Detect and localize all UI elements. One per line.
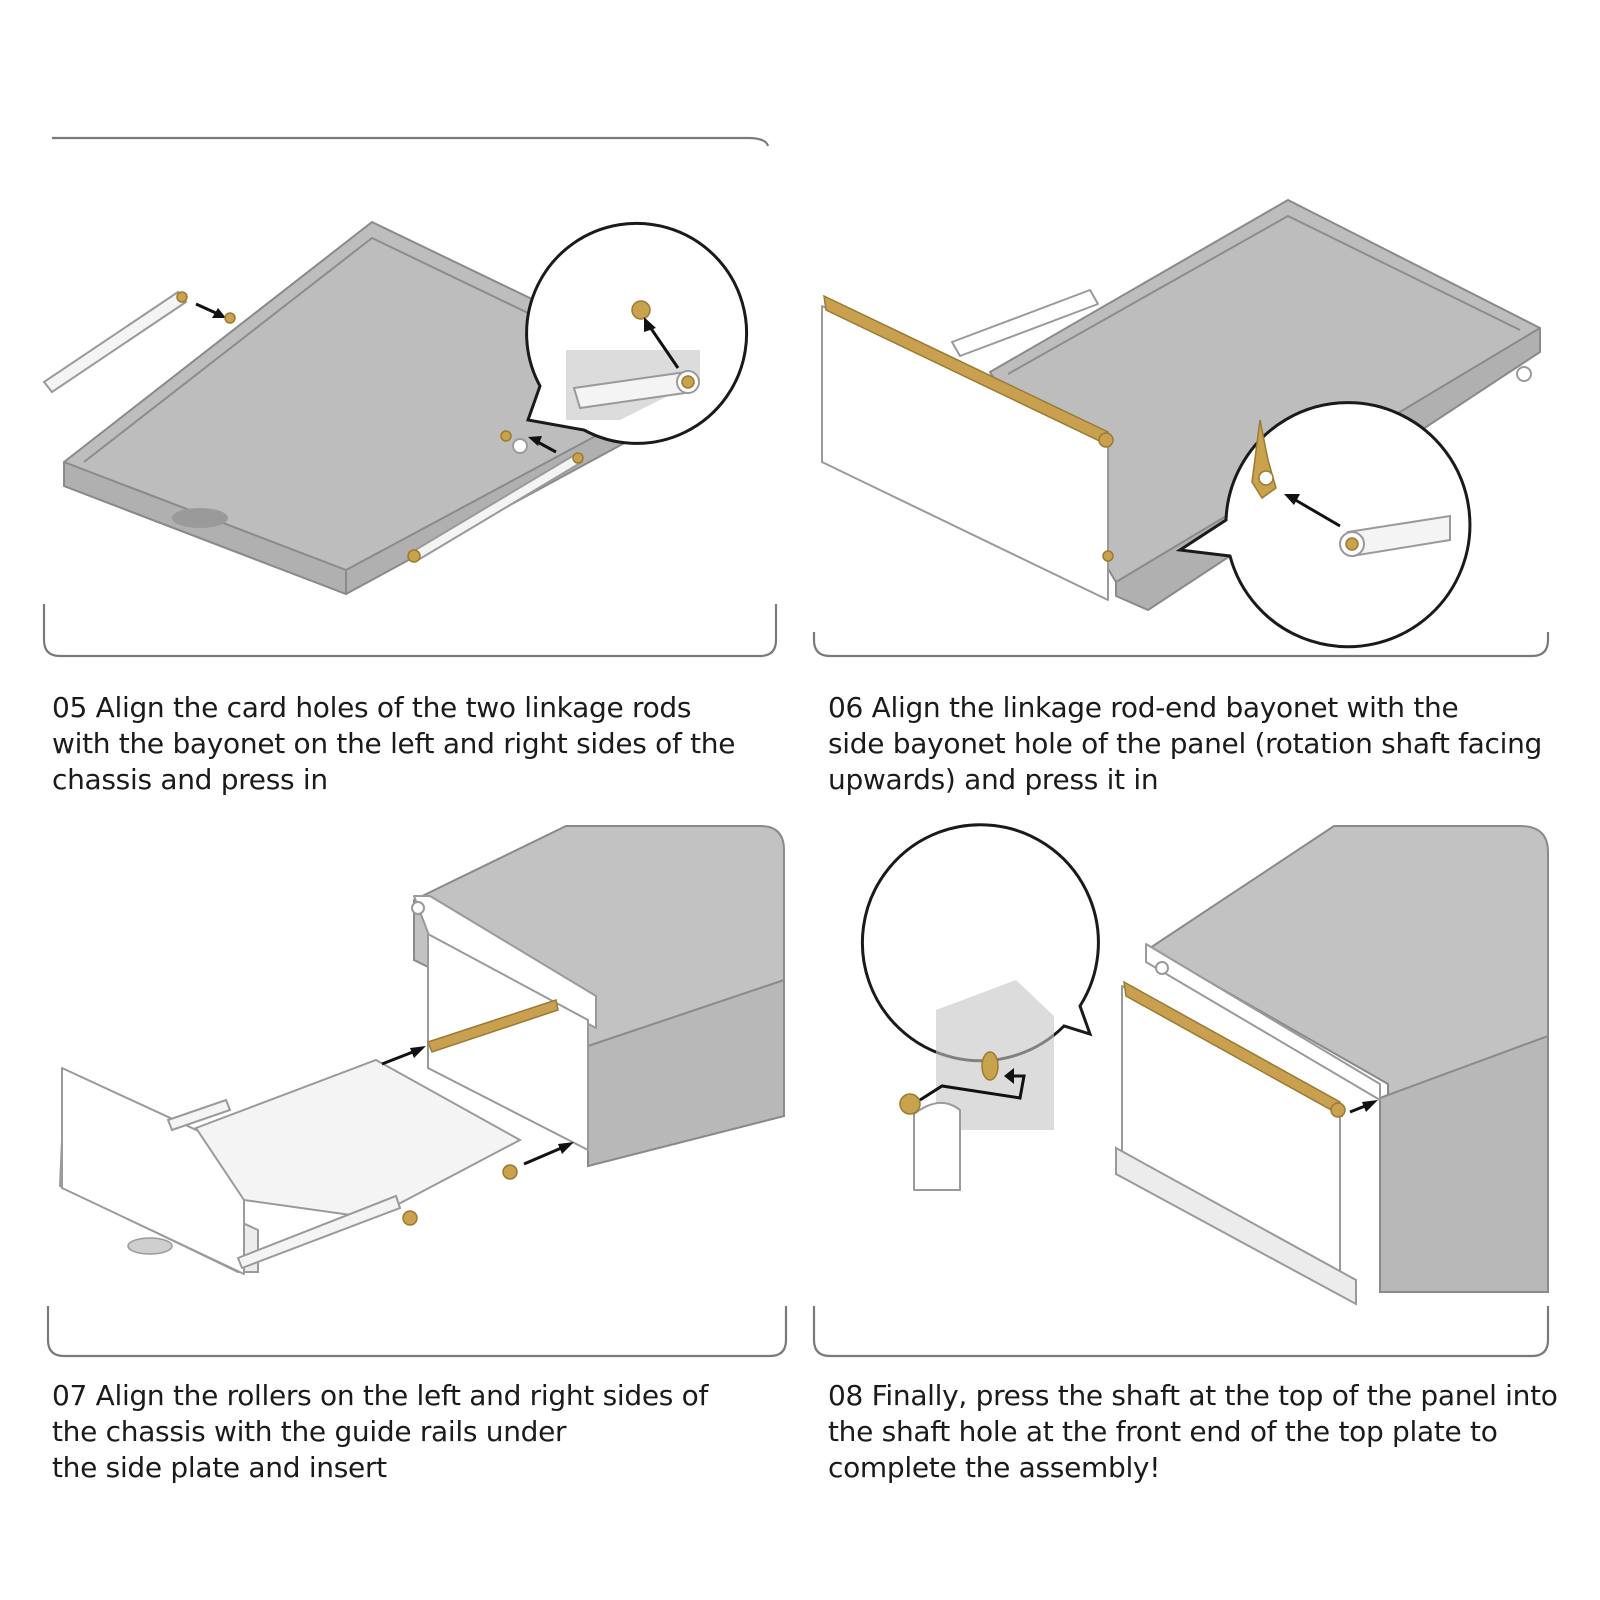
step-06-illustration [812,199,1550,658]
side-rail [951,289,1099,357]
step-05-illustration [42,136,778,658]
zoom-bubble-06 [1175,401,1472,649]
step-07-bottom-frame [46,1306,788,1358]
roller-left [402,1210,418,1226]
handle-slot [172,508,228,528]
step-08-illustration [812,823,1550,1358]
linkage-rod-left [42,290,188,394]
shaft-hole [981,1051,999,1081]
zoom-bubble-05 [525,221,749,445]
bayonet-left [224,312,236,324]
drawer-tray [194,1058,523,1220]
step-07-illustration [46,825,788,1358]
guide-rail [427,999,559,1053]
zoom-bubble-08 [860,823,1100,1191]
cabinet-opening [427,932,589,1152]
step-05-caption: 05 Align the card holes of the two linka… [52,691,736,796]
step-07-caption: 07 Align the rollers on the left and rig… [52,1379,709,1484]
step-08-bottom-frame [812,1306,1550,1358]
roller-right [502,1164,518,1180]
card-hole [631,300,651,320]
bayonet-right [512,438,528,454]
step-08-caption: 08 Finally, press the shaft at the top o… [828,1379,1558,1484]
step-05-top-frame [52,136,770,147]
panel-shaft [899,1093,921,1115]
step-05-bottom-frame [42,604,778,658]
step-06-caption: 06 Align the linkage rod-end bayonet wit… [828,691,1543,796]
step-06-bottom-frame [812,632,1550,658]
